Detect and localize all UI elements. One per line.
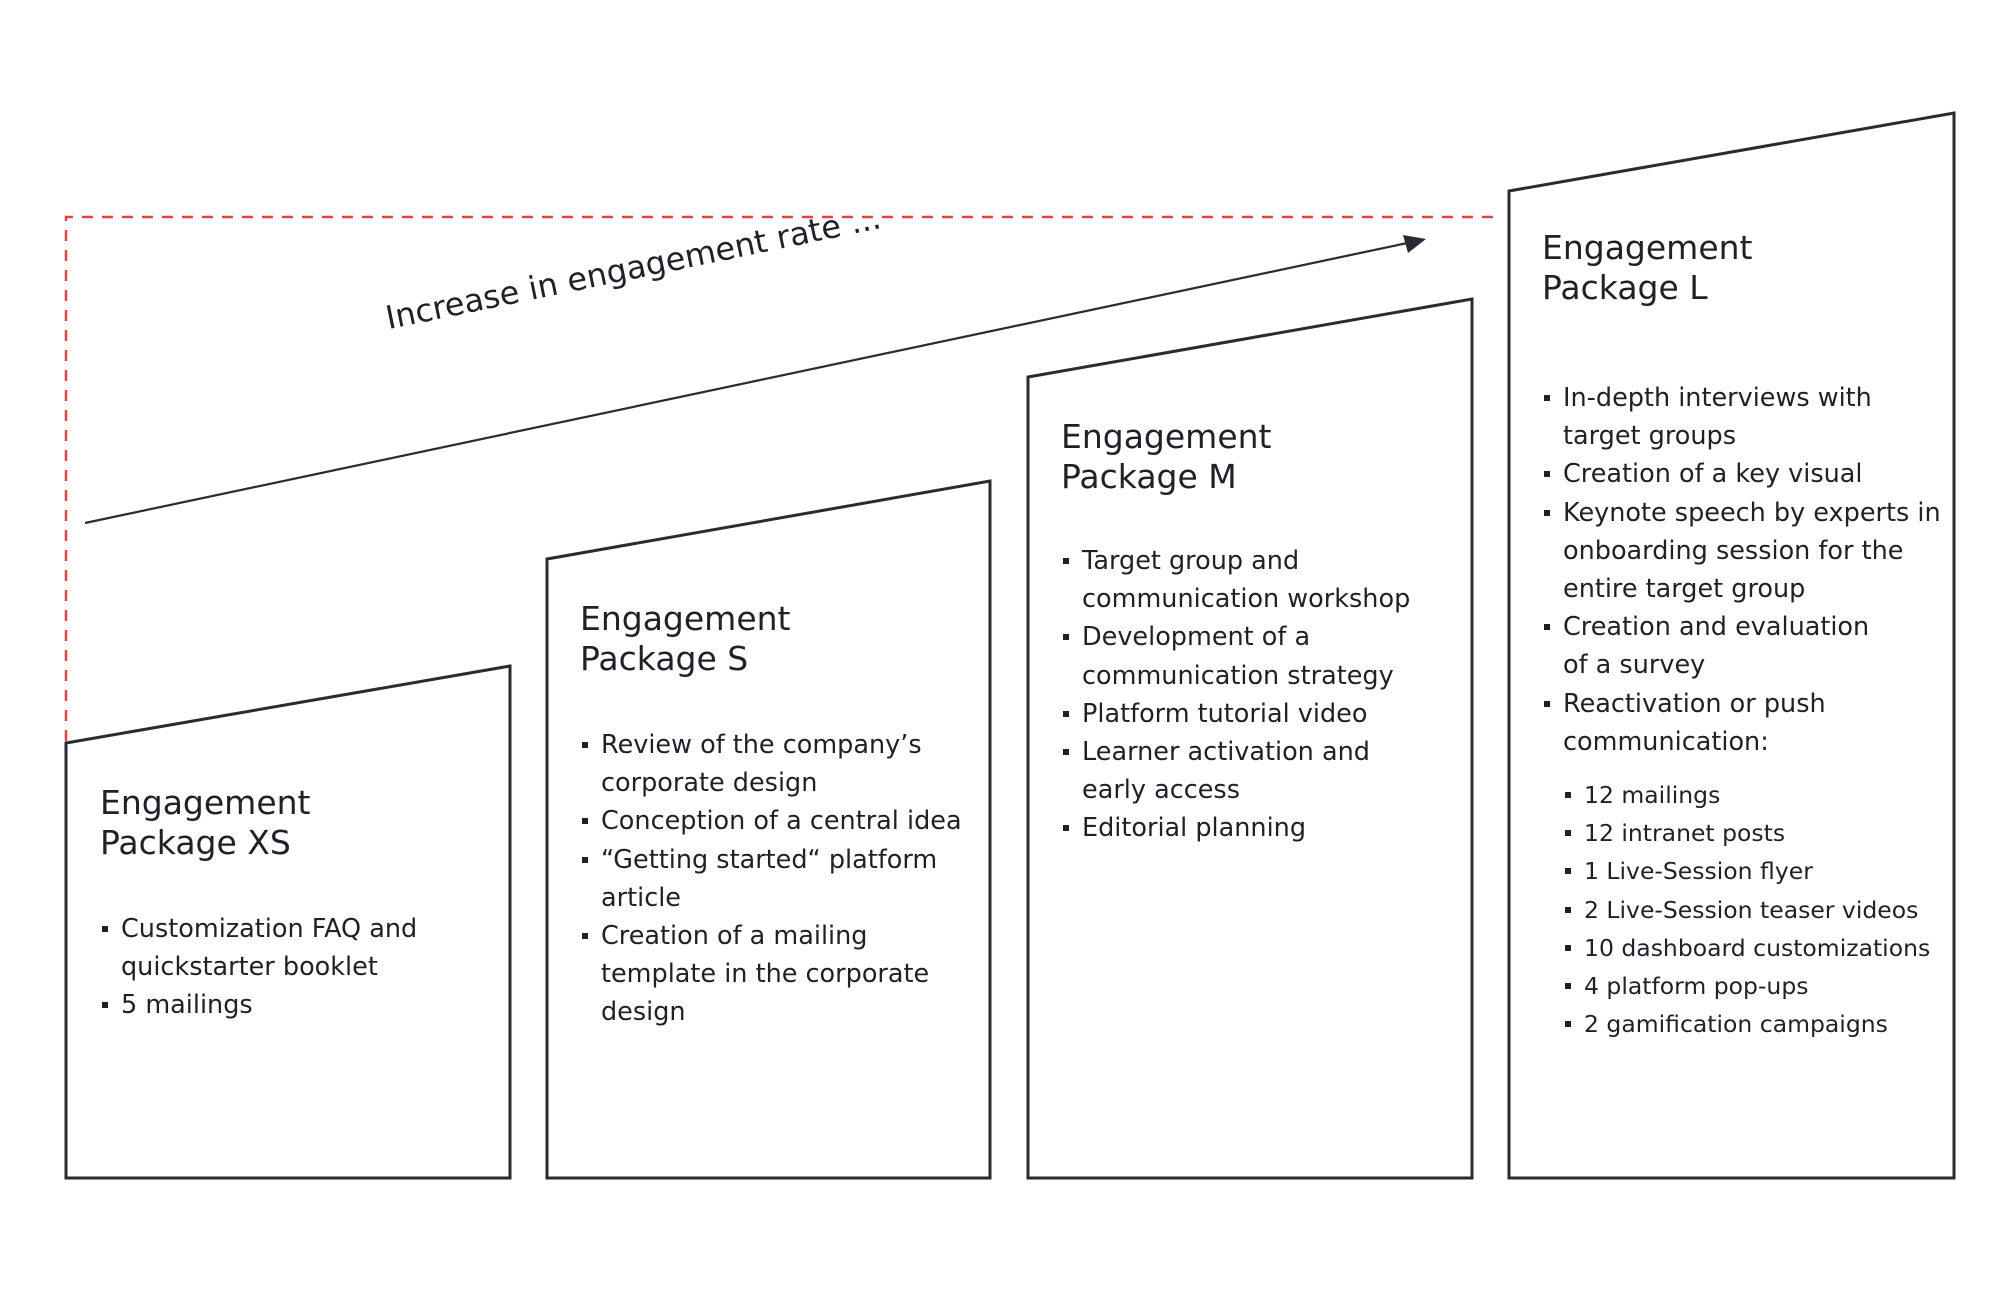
- list-item: 12 mailings: [1563, 776, 1947, 814]
- package-s-title-line2: Package S: [580, 639, 749, 678]
- package-m-block: [1026, 297, 1474, 1180]
- list-item: 1 Live-Session flyer: [1563, 852, 1947, 890]
- list-item: Learner activation and early access: [1061, 733, 1412, 809]
- list-item: Customization FAQ and quickstarter bookl…: [100, 910, 441, 986]
- list-item: Creation of a key visual: [1542, 455, 1947, 493]
- package-s-title: Engagement Package S: [580, 599, 980, 679]
- package-l-title: Engagement Package L: [1542, 228, 1947, 308]
- package-xs-title-line1: Engagement: [100, 783, 311, 822]
- list-item: Reactivation or push communication:: [1542, 685, 1883, 761]
- package-l-sublist: 12 mailings 12 intranet posts 1 Live-Ses…: [1563, 776, 1947, 1043]
- list-item: 2 Live-Session teaser videos: [1563, 891, 1947, 929]
- package-l-title-line2: Package L: [1542, 268, 1708, 307]
- package-l-list: In-depth interviews with target groups C…: [1542, 379, 1947, 761]
- package-s-block: [545, 479, 992, 1180]
- package-l-block: [1507, 111, 1956, 1180]
- list-item: In-depth interviews with target groups: [1542, 379, 1883, 455]
- package-xs-title: Engagement Package XS: [100, 783, 500, 863]
- package-xs-title-line2: Package XS: [100, 823, 291, 862]
- list-item: 4 platform pop-ups: [1563, 967, 1947, 1005]
- list-item: Editorial planning: [1061, 809, 1466, 847]
- package-m-title: Engagement Package M: [1061, 417, 1466, 497]
- list-item: Development of a communication strategy: [1061, 618, 1422, 694]
- list-item: Creation and evaluation of a survey: [1542, 608, 1883, 684]
- trend-arrow-head: [1403, 235, 1426, 253]
- list-item: Creation of a mailing template in the co…: [580, 917, 951, 1032]
- list-item: Target group and communication workshop: [1061, 542, 1442, 618]
- package-l-title-line1: Engagement: [1542, 228, 1753, 267]
- list-item: 2 gamification campaigns: [1563, 1005, 1947, 1043]
- package-s-title-line1: Engagement: [580, 599, 791, 638]
- package-xs-block: [64, 664, 512, 1180]
- list-item: 5 mailings: [100, 986, 500, 1024]
- trend-arrow-line: [84, 240, 1413, 525]
- package-m: Engagement Package M Target group and co…: [1061, 417, 1466, 848]
- list-item: Keynote speech by experts in onboarding …: [1542, 494, 1963, 609]
- list-item: 10 dashboard customizations: [1563, 929, 1947, 967]
- package-l: Engagement Package L In-depth interviews…: [1542, 228, 1947, 1043]
- list-item: Conception of a central idea: [580, 802, 980, 840]
- list-item: Review of the company’s corporate design: [580, 726, 961, 802]
- list-item: Platform tutorial video: [1061, 695, 1466, 733]
- list-item: “Getting started“ platform article: [580, 841, 961, 917]
- package-xs-list: Customization FAQ and quickstarter bookl…: [100, 910, 500, 1025]
- package-xs: Engagement Package XS Customization FAQ …: [100, 783, 500, 1025]
- package-m-list: Target group and communication workshop …: [1061, 542, 1466, 848]
- package-m-title-line1: Engagement: [1061, 417, 1272, 456]
- package-s-list: Review of the company’s corporate design…: [580, 726, 980, 1032]
- package-m-title-line2: Package M: [1061, 457, 1237, 496]
- package-s: Engagement Package S Review of the compa…: [580, 599, 980, 1032]
- dashed-guide-line: [64, 215, 1497, 741]
- list-item: 12 intranet posts: [1563, 814, 1947, 852]
